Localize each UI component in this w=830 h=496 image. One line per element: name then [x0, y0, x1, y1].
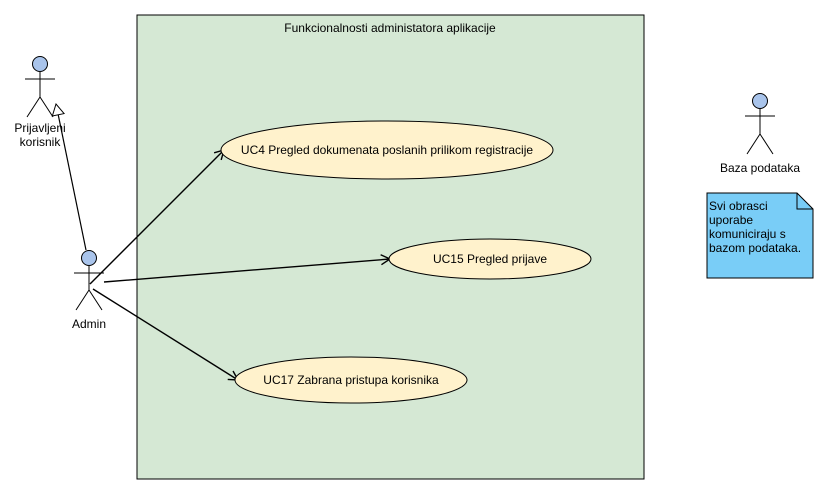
generalization-admin-to-prijavljeni[interactable] [51, 102, 87, 251]
use-case-uc15-label: UC15 Pregled prijave [433, 252, 547, 266]
actor-prijavljeni-label-line1: Prijavljeni [14, 121, 65, 135]
actor-prijavljeni-korisnik[interactable] [25, 56, 55, 118]
note-box[interactable] [706, 192, 814, 279]
use-case-uc17[interactable] [234, 356, 468, 404]
actor-baza-podataka[interactable] [745, 93, 775, 155]
use-case-uc4-label: UC4 Pregled dokumenata poslanih prilikom… [241, 143, 533, 157]
note-fold [796, 193, 813, 210]
actor-admin-label: Admin [72, 317, 106, 331]
use-case-uc17-label: UC17 Zabrana pristupa korisnika [263, 373, 439, 387]
actor-admin[interactable] [74, 250, 104, 311]
use-case-uc4[interactable] [220, 120, 554, 180]
association-admin-uc17[interactable] [92, 288, 240, 381]
actor-prijavljeni-label-line2: korisnik [20, 135, 62, 149]
association-admin-uc4[interactable] [89, 148, 226, 285]
note-text: Svi obrasci uporabe komuniciraju s bazom… [709, 199, 802, 255]
association-admin-uc15[interactable] [103, 254, 392, 283]
actor-baza-label: Baza podataka [720, 161, 800, 175]
system-title: Funkcionalnosti administatora aplikacije [284, 21, 496, 35]
use-case-uc15[interactable] [388, 238, 592, 280]
